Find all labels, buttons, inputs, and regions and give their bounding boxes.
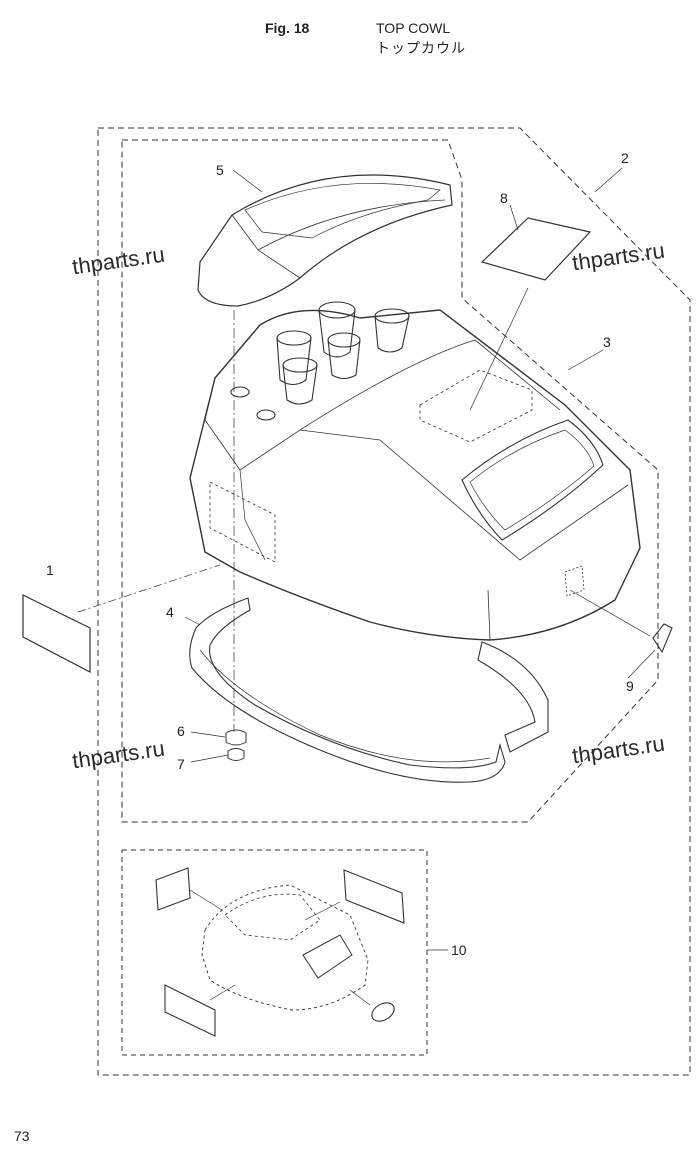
- outer-dashed-boundary: [97, 127, 691, 1076]
- callout-2: 2: [621, 150, 629, 166]
- callout-3: 3: [603, 334, 611, 350]
- part-6-grommet: [225, 729, 247, 746]
- callout-10: 10: [451, 942, 467, 958]
- diagram-title: TOP COWL: [376, 20, 451, 36]
- part-1-label: [22, 594, 91, 673]
- callout-6: 6: [177, 723, 185, 739]
- callout-5: 5: [216, 162, 224, 178]
- callout-4: 4: [166, 604, 174, 620]
- callout-8: 8: [500, 190, 508, 206]
- callout-9: 9: [626, 678, 634, 694]
- part-9-label: [652, 623, 673, 654]
- page-number: 73: [14, 1128, 30, 1144]
- part-8-label: [480, 217, 592, 281]
- callout-1: 1: [46, 562, 54, 578]
- inset-dashed-box: [121, 849, 428, 1056]
- callout-7: 7: [177, 756, 185, 772]
- part-4-seal-end: [477, 641, 549, 753]
- diagram-title-japanese: トップカウル: [376, 40, 466, 56]
- part-4-seal: [189, 597, 506, 783]
- figure-label: Fig. 18: [265, 20, 310, 36]
- part-5-top-pad: [197, 174, 453, 307]
- part-3-top-cowl: [189, 309, 641, 641]
- inner-dashed-boundary: [121, 139, 659, 823]
- part-7-washer: [227, 748, 245, 761]
